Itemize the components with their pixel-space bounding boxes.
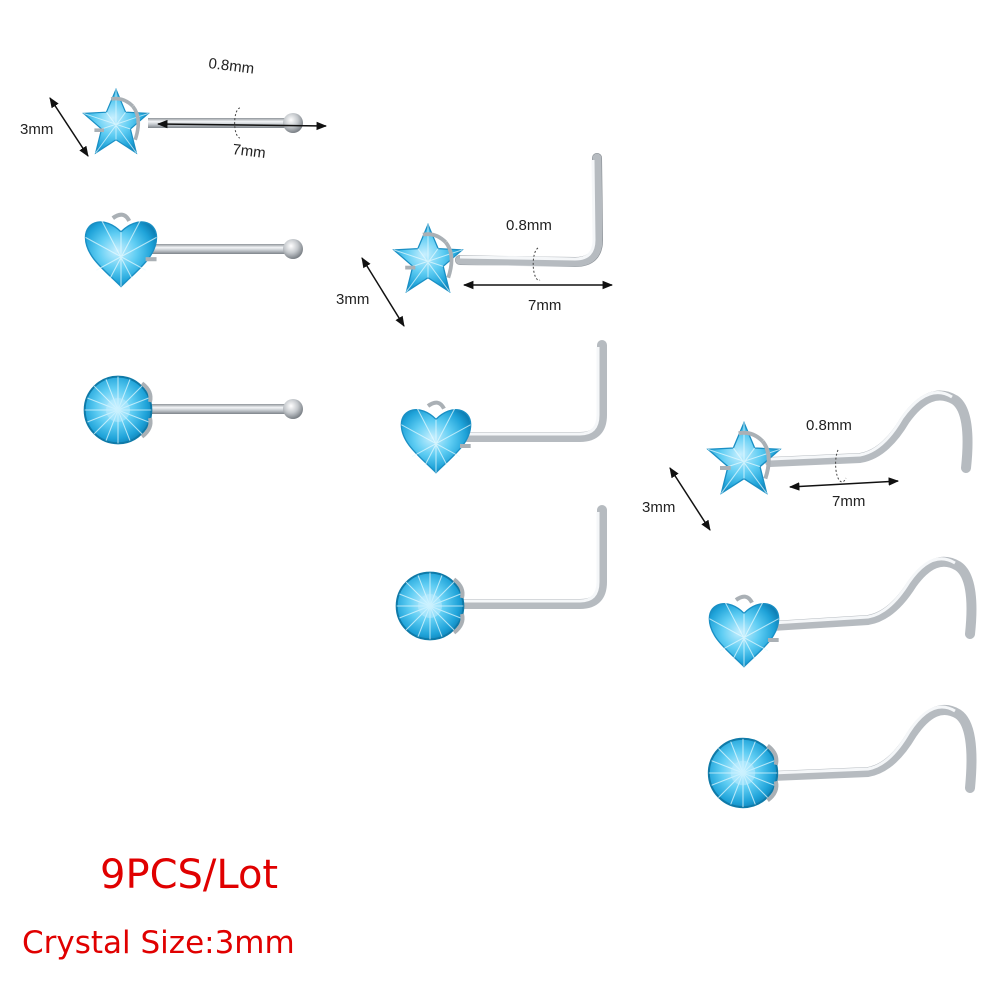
l-pin [455,153,604,268]
star-gem-icon [81,87,151,155]
heart-gem-icon [707,594,781,669]
gauge-marker-3: 0.8mm [806,417,852,483]
round-gem-icon [82,374,154,446]
l-shape-nose-stud-round [394,505,607,642]
crystal-size-label: 3mm [642,499,675,516]
ball-end [283,239,303,259]
straight-nose-stud-star [81,87,303,155]
crystal-size-arrow [49,97,89,157]
gauge-label: 0.8mm [806,417,852,434]
round-gem-icon [709,739,777,807]
pin-shaft [148,118,290,128]
crystal-size-label: 3mm [336,291,369,308]
length-arrow [788,477,900,491]
length-label: 7mm [232,141,267,162]
screw-nose-stud-star [706,390,973,496]
gauge-marker-2: 0.8mm [506,217,552,281]
ball-end [283,399,303,419]
heart-gem-icon [85,215,156,287]
round-gem-icon [394,570,466,642]
crystal-size-arrow [361,257,405,327]
heart-gem-icon [399,400,473,475]
star-gem-icon [391,222,465,294]
gauge-label: 0.8mm [208,55,256,77]
crystal-size-arrow [669,467,711,531]
l-shape-nose-stud-heart [399,340,607,475]
length-label: 7mm [528,297,561,314]
screw-nose-stud-heart [707,556,977,669]
length-arrow [156,119,328,131]
headline: 9PCS/Lot [100,852,279,898]
l-shape-nose-stud-star [391,153,604,294]
gauge-label: 0.8mm [506,217,552,234]
straight-nose-stud-round [82,374,303,446]
length-label: 7mm [832,493,865,510]
star-gem-icon [706,420,782,496]
straight-nose-stud-heart [85,215,303,287]
ball-end [283,113,303,133]
screw-nose-stud-round [709,705,977,807]
crystal-size-label: 3mm [20,121,53,138]
crystal-size-caption: Crystal Size:3mm [22,925,295,961]
